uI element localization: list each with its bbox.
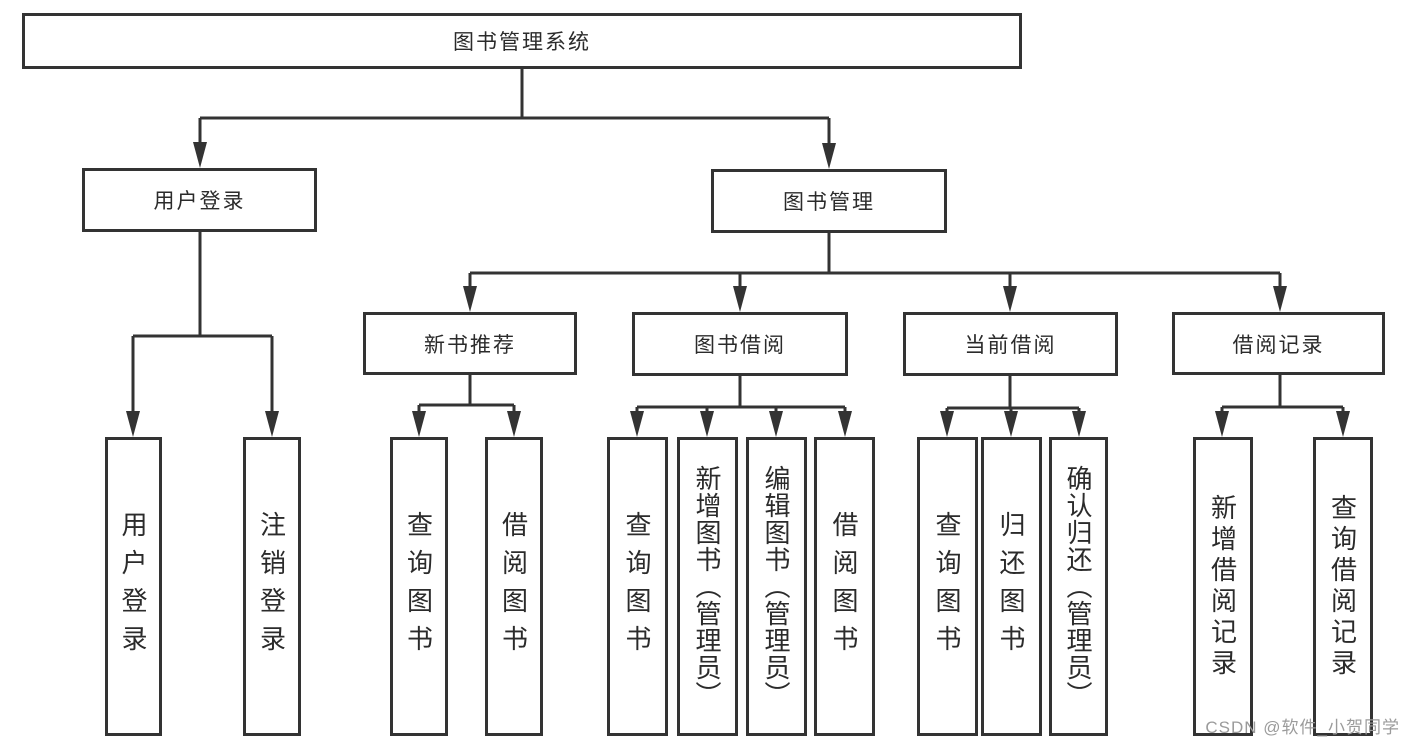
arrow-borrow-books-1-head (507, 411, 521, 437)
node-label: 用户登录 (153, 190, 246, 213)
node-label: 编辑图书（管理员） (761, 465, 791, 708)
node-edit-books-admin: 编辑图书（管理员） (746, 437, 807, 736)
arrow-query-books-3-head (940, 411, 954, 437)
node-system-root: 图书管理系统 (22, 13, 1022, 69)
node-label: 新书推荐 (424, 333, 516, 357)
arrow-borrowing-records-head (1273, 286, 1287, 312)
arrow-book-borrowing-head (733, 286, 747, 312)
node-label: 查询图书 (622, 510, 652, 663)
node-label: 新增图书（管理员） (692, 465, 722, 708)
arrow-edit-books-head (769, 411, 783, 437)
arrow-current-borrowing-head (1003, 286, 1017, 312)
node-confirm-return-admin: 确认归还（管理员） (1049, 437, 1108, 736)
node-book-management: 图书管理 (711, 169, 947, 233)
node-label: 图书管理 (783, 191, 875, 214)
node-return-books: 归还图书 (981, 437, 1042, 736)
node-borrow-books-2: 借阅图书 (814, 437, 875, 736)
arrow-query-books-1-head (412, 411, 426, 437)
node-label: 归还图书 (996, 510, 1026, 663)
node-label: 用户登录 (118, 510, 148, 663)
node-logout-leaf: 注销登录 (243, 437, 301, 736)
arrow-add-borrow-record-head (1215, 411, 1229, 437)
arrow-logout-leaf-head (265, 411, 279, 437)
arrow-user-login-head (193, 142, 207, 168)
node-add-borrow-record: 新增借阅记录 (1193, 437, 1253, 736)
node-label: 借阅图书 (829, 510, 859, 663)
arrow-borrow-books-2-head (838, 411, 852, 437)
node-label: 注销登录 (256, 510, 287, 663)
arrow-user-login-leaf-head (126, 411, 140, 437)
node-label: 查询图书 (403, 510, 434, 663)
node-user-login-leaf: 用户登录 (105, 437, 162, 736)
node-label: 当前借阅 (964, 334, 1057, 357)
node-add-books-admin: 新增图书（管理员） (677, 437, 738, 736)
node-book-borrowing: 图书借阅 (632, 312, 848, 376)
node-label: 图书管理系统 (453, 31, 591, 54)
node-label: 查询图书 (932, 510, 962, 663)
node-query-books-1: 查询图书 (390, 437, 448, 736)
node-label: 图书借阅 (694, 334, 786, 357)
csdn-watermark: CSDN @软件_小贺同学 (1205, 718, 1400, 737)
node-label: 确认归还（管理员） (1063, 465, 1093, 708)
arrow-book-management-head (822, 143, 836, 169)
node-new-book-recommend: 新书推荐 (363, 312, 577, 375)
node-query-books-3: 查询图书 (917, 437, 978, 736)
node-label: 查询借阅记录 (1327, 493, 1358, 680)
node-borrowing-records: 借阅记录 (1172, 312, 1385, 375)
arrow-add-books-head (700, 411, 714, 437)
arrow-query-books-2-head (630, 411, 644, 437)
arrow-new-book-recommend-head (463, 286, 477, 312)
node-label: 借阅记录 (1232, 333, 1325, 357)
node-label: 新增借阅记录 (1207, 493, 1238, 680)
arrow-return-books-head (1004, 411, 1018, 437)
arrow-query-borrow-record-head (1336, 411, 1350, 437)
node-borrow-books-1: 借阅图书 (485, 437, 543, 736)
node-label: 借阅图书 (498, 510, 529, 663)
node-current-borrowing: 当前借阅 (903, 312, 1118, 376)
node-user-login: 用户登录 (82, 168, 317, 232)
node-query-books-2: 查询图书 (607, 437, 668, 736)
arrow-confirm-return-head (1072, 411, 1086, 437)
node-query-borrow-record: 查询借阅记录 (1313, 437, 1373, 736)
